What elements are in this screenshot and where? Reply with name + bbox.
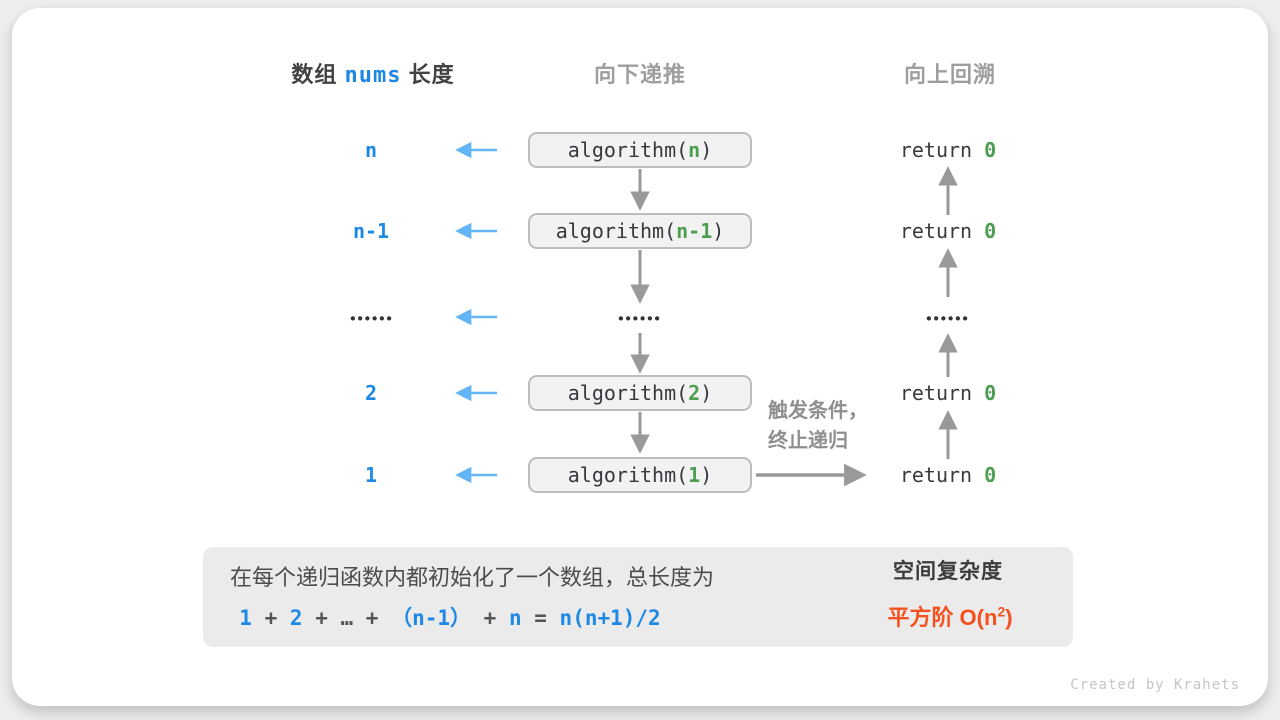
formula-term: 1 [239, 606, 252, 630]
formula-op: + [302, 606, 341, 630]
return-keyword: return [899, 463, 985, 487]
header-array-suffix: 长度 [401, 62, 455, 87]
space-complexity-title: 空间复杂度 [893, 560, 1003, 583]
complexity-exponent: 2 [997, 603, 1006, 620]
return-keyword: return [899, 219, 985, 243]
ellipsis-right: •••••• [926, 310, 970, 328]
call-fn: algorithm( [567, 381, 689, 405]
call-fn: algorithm( [567, 138, 689, 162]
termination-note-line1: 触发条件， [768, 400, 868, 422]
call-arg: n [688, 138, 701, 162]
return-value: 0 [984, 463, 997, 487]
length-label: 2 [364, 381, 378, 405]
formula-op: + [251, 606, 290, 630]
credit-text: Created by Krahets [1070, 677, 1240, 693]
complexity-prefix: 平方阶 O(n [887, 605, 998, 630]
formula-ellipsis: … [340, 606, 354, 630]
header-backtrack-up: 向上回溯 [903, 62, 997, 87]
length-label: n-1 [352, 219, 390, 243]
formula-result: n(n+1)/2 [559, 606, 661, 630]
formula-term: （n-1） [391, 606, 472, 630]
call-close: ) [700, 138, 713, 162]
length-label: 1 [364, 463, 378, 487]
return-statement: return 0 [900, 463, 996, 487]
complexity-suffix: ) [1005, 605, 1013, 630]
header-array-prefix: 数组 [291, 62, 345, 87]
return-keyword: return [899, 381, 985, 405]
return-statement: return 0 [900, 219, 996, 243]
space-complexity-value: 平方阶 O(n2) [887, 600, 1012, 632]
termination-note-line2: 终止递归 [768, 430, 848, 452]
return-value: 0 [984, 138, 997, 162]
ellipsis-middle: •••••• [618, 310, 662, 328]
formula-op: + [353, 606, 392, 630]
summary-formula: 1 + 2 + … + （n-1） + n = n(n+1)/2 [239, 602, 660, 632]
termination-note: 触发条件， 终止递归 [768, 396, 868, 456]
call-box: algorithm(1) [528, 457, 752, 493]
return-value: 0 [984, 219, 997, 243]
formula-op: + [471, 606, 509, 630]
return-keyword: return [899, 138, 985, 162]
return-statement: return 0 [900, 381, 996, 405]
call-close: ) [700, 463, 713, 487]
header-nums-code: nums [344, 63, 402, 88]
header-array-length: 数组 nums 长度 [291, 57, 454, 89]
formula-term: 2 [289, 606, 303, 630]
call-arg: 2 [688, 381, 701, 405]
call-box: algorithm(n-1) [528, 213, 752, 249]
call-box: algorithm(2) [528, 375, 752, 411]
ellipsis-left: •••••• [350, 310, 394, 328]
call-arg: 1 [688, 463, 701, 487]
formula-term: n [508, 606, 522, 630]
header-recurse-down: 向下递推 [593, 62, 687, 87]
call-arg: n-1 [676, 219, 713, 243]
length-label: n [364, 138, 378, 162]
call-close: ) [712, 219, 725, 243]
return-statement: return 0 [900, 138, 996, 162]
return-value: 0 [984, 381, 997, 405]
call-close: ) [700, 381, 713, 405]
summary-panel [203, 547, 1073, 647]
summary-text: 在每个递归函数内都初始化了一个数组，总长度为 [229, 565, 715, 590]
call-fn: algorithm( [555, 219, 677, 243]
call-fn: algorithm( [567, 463, 689, 487]
call-box: algorithm(n) [528, 132, 752, 168]
formula-op: = [521, 606, 560, 630]
